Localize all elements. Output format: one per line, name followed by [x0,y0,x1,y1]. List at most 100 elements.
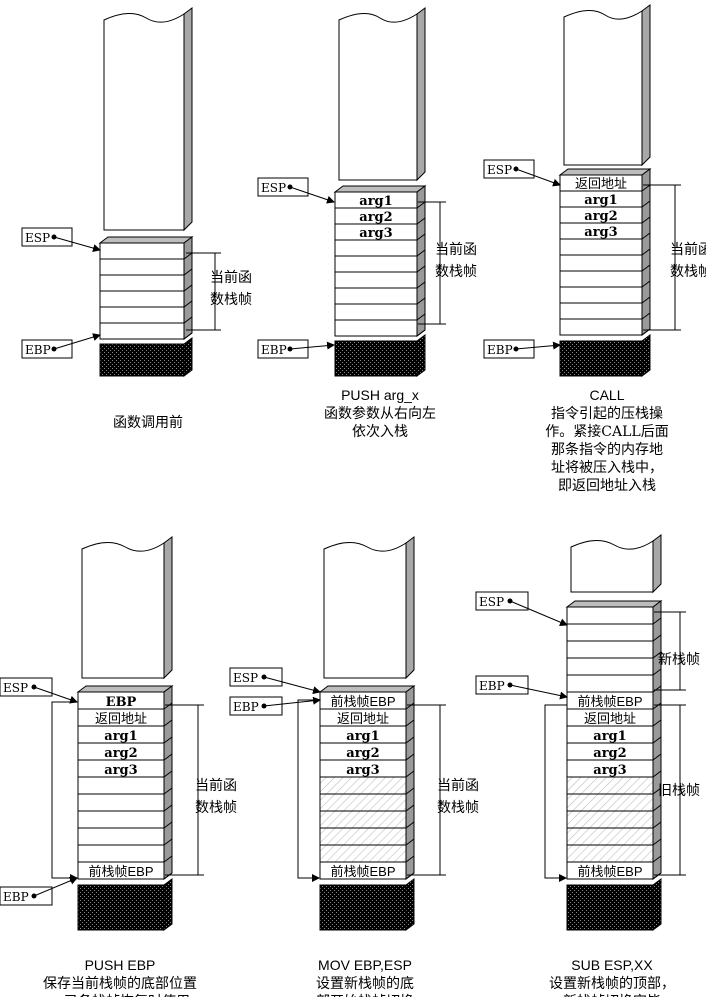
stack-cell-edge [405,787,415,795]
saved-ebp-link [51,701,78,882]
panel-caption-line: 新栈帧切换完毕 [563,993,661,997]
memory-column-side [416,7,426,182]
stack-top-face [318,685,416,693]
stack-cell-edge [652,651,662,659]
stack-cell-edge [183,268,193,276]
stack-cell-edge [652,838,662,846]
stack-cell-label: arg2 [584,209,617,224]
esp-pointer-arrow [289,186,335,204]
stack-cell-edge [416,217,426,225]
stack-side-face [163,685,173,880]
esp-pointer-box [21,227,73,247]
memory-column-top [338,13,418,181]
stack-cell [99,242,185,260]
memory-column-top [103,13,185,231]
stack-cell-label: EBP [106,695,137,710]
ebp-pointer-box [257,339,309,359]
stack-cell-edge [405,753,415,761]
memory-column-side [405,536,415,680]
esp-pointer-label: ESP [261,181,286,195]
panel-p3 [483,4,681,377]
memory-column-side [183,7,193,232]
stack-cell [319,827,407,846]
stack-cell [559,270,643,288]
memory-column-top [323,542,407,679]
frame-label: 数栈帧 [670,264,706,280]
ebp-pointer-arrow [33,877,78,897]
stack-cell [77,827,165,846]
panel-p6 [475,534,686,931]
esp-pointer-label: ESP [3,681,28,695]
panel-p4 [0,536,204,931]
frame-label: 数栈帧 [210,292,252,308]
stack-cell-edge [416,297,426,305]
ebp-pointer-box [483,339,535,359]
stack-cell-edge [405,821,415,829]
stack-cell [566,793,654,812]
stack-cell-edge [183,316,193,324]
esp-pointer-arrow [263,676,321,695]
panel-caption-line: ，已备栈帧恢复时使用 [50,993,190,997]
panel-caption-line: PUSH arg_x [341,387,419,403]
stack-cell-label: 返回地址 [584,711,636,726]
stack-cell-edge [416,265,426,273]
stack-cell-edge [641,232,651,240]
stack-cell [319,844,407,863]
older-stack-side [652,878,662,931]
esp-pointer-box [257,177,309,197]
stack-cell-edge [641,296,651,304]
frame-label: 当前函 [435,241,477,258]
memory-column-side [652,534,662,594]
stack-cell-edge [652,668,662,676]
ebp-pointer-box [229,696,283,716]
panel-caption-line: 函数参数从右向左 [324,405,436,422]
ebp-pointer-arrow [509,684,568,700]
panel-caption-line: 指令引起的压栈操 [551,406,663,422]
frame-label: 当前函 [195,777,237,794]
stack-cell [566,810,654,829]
ebp-pointer-arrow [515,341,561,350]
stack-cell-edge [183,284,193,292]
stack-cell [559,238,643,256]
stack-cell [99,258,185,276]
stack-cell [334,255,418,273]
older-stack-region [77,884,165,931]
stack-top-face [98,236,194,244]
stack-cell-edge [641,280,651,288]
stack-cell [566,623,654,642]
stack-cell [77,776,165,795]
stack-cell-label: arg2 [359,210,392,225]
panel-caption-line: 保存当前栈帧的底部位置 [43,975,197,992]
stack-cell [99,322,185,340]
stack-top-face [76,685,174,693]
stack-cell-edge [405,702,415,710]
older-stack-region [566,884,654,931]
panel-caption-line: 址将被压入栈中， [551,460,663,476]
stack-cell [77,793,165,812]
stack-cell-label: 返回地址 [95,711,147,726]
memory-column-side [163,536,173,680]
stack-cell-edge [163,855,173,863]
older-stack-side [163,878,173,931]
ebp-pointer-box [0,886,53,906]
stack-cell-edge [163,770,173,778]
stack-cell-edge [652,634,662,642]
stack-cell-label: arg3 [104,763,137,778]
stack-cell [319,810,407,829]
older-stack-region [319,884,407,931]
ebp-pointer-arrow [53,333,101,350]
stack-cell-label: arg1 [346,729,379,744]
stack-cell [334,271,418,289]
stack-cell-edge [163,804,173,812]
memory-column-top [81,542,165,679]
stack-cell-edge [652,719,662,727]
stack-cell-edge [163,753,173,761]
panel-caption-line: 设置新栈帧的顶部， [549,976,675,992]
stack-cell [77,844,165,863]
stack-cell-label: 前栈帧EBP [88,864,153,879]
stack-cell-edge [652,753,662,761]
stack-cell-edge [405,719,415,727]
older-stack-side [405,878,415,931]
ebp-pointer-arrow [289,341,335,350]
